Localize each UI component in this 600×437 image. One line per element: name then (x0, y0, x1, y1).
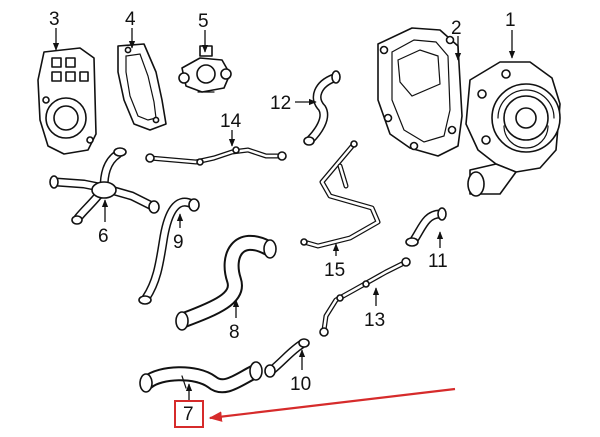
callout-numbers: 1 2 3 4 5 12 14 6 9 8 15 11 13 10 7 (49, 9, 516, 425)
highlight (174, 387, 456, 428)
callout-8: 8 (229, 322, 240, 343)
leader-lines (52, 28, 516, 400)
callout-5: 5 (198, 11, 209, 32)
part-6-hose-assembly (49, 147, 160, 225)
part-14-pipe (145, 146, 287, 166)
callout-9: 9 (173, 232, 184, 253)
callout-11: 11 (428, 251, 448, 272)
callout-7: 7 (183, 404, 194, 425)
part-10-hose (264, 338, 310, 378)
part-4-gasket (117, 43, 167, 131)
callout-6: 6 (98, 226, 109, 247)
highlight-box (174, 400, 204, 428)
part-9-hose (138, 197, 200, 305)
callout-1: 1 (505, 10, 516, 31)
callout-15: 15 (324, 260, 345, 281)
part-7-hose (139, 361, 263, 394)
part-15-pipe (300, 140, 381, 249)
part-12-hose (303, 70, 341, 146)
callout-12: 12 (270, 93, 291, 114)
part-3-housing (37, 47, 97, 155)
callout-14: 14 (220, 111, 242, 132)
part-8-hose (175, 234, 277, 331)
part-2-pump-gasket (377, 27, 463, 157)
callout-13: 13 (364, 310, 385, 331)
callout-10: 10 (290, 374, 311, 395)
callout-3: 3 (49, 9, 60, 30)
part-11-hose (405, 207, 447, 247)
callout-2: 2 (451, 18, 462, 39)
part-1-water-pump (465, 61, 561, 197)
part-13-pipe (319, 257, 411, 337)
part-5-thermostat (178, 45, 232, 93)
highlight-arrow (208, 387, 456, 422)
callout-4: 4 (125, 9, 136, 30)
